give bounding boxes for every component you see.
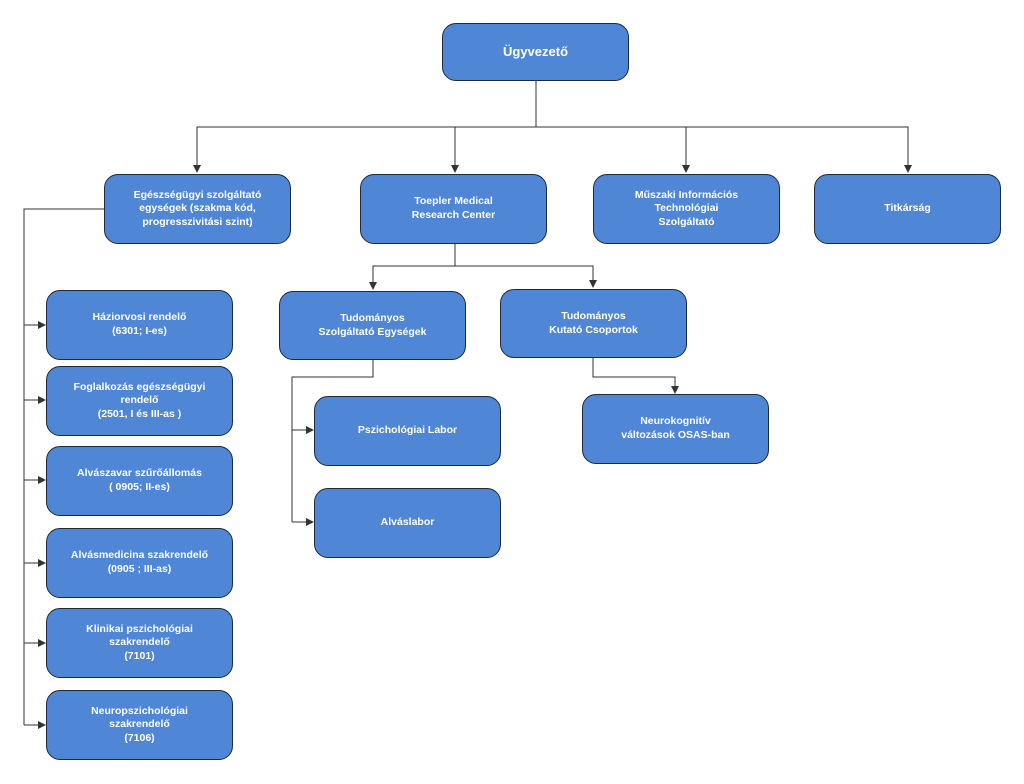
node-haziorvosi: Háziorvosi rendelő (6301; I-es) bbox=[46, 290, 233, 360]
node-egeszsegugyi-szolgaltato: Egészségügyi szolgáltató egységek (szakm… bbox=[104, 174, 291, 244]
connector-root-titkarsag bbox=[686, 126, 912, 173]
connector-root-muszaki bbox=[536, 126, 690, 173]
node-neurokognitiv: Neurokognitív változások OSAS-ban bbox=[582, 394, 769, 464]
node-ugyvezeto-label: Ügyvezető bbox=[502, 43, 569, 59]
node-haziorvosi-label: Háziorvosi rendelő (6301; I-es) bbox=[92, 311, 187, 337]
connector-kutato-neurokognitiv bbox=[592, 358, 679, 394]
node-toepler: Toepler Medical Research Center bbox=[360, 174, 547, 244]
node-pszichologiai-labor-label: Pszichológiai Labor bbox=[357, 424, 458, 437]
node-ugyvezeto: Ügyvezető bbox=[442, 23, 629, 81]
connector-szolgaltato-trunk bbox=[291, 360, 374, 522]
connector-tmrc-szolgaltato bbox=[369, 244, 456, 290]
node-titkarsag-label: Titkárság bbox=[884, 202, 931, 215]
connector-root-egeszsegugyi bbox=[193, 81, 537, 173]
connector-eu-trunk bbox=[23, 208, 104, 725]
node-neurokognitiv-label: Neurokognitív változások OSAS-ban bbox=[621, 415, 730, 441]
node-alvaslabor: Alváslabor bbox=[314, 488, 501, 558]
node-foglalkozas-label: Foglalkozás egészségügyi rendelő (2501, … bbox=[73, 380, 206, 420]
node-tudomanyos-kutato-label: Tudományos Kutató Csoportok bbox=[549, 309, 638, 336]
node-pszichologiai-labor: Pszichológiai Labor bbox=[314, 396, 501, 466]
node-alvaszavar-label: Alvászavar szűrőállomás ( 0905; II-es) bbox=[77, 467, 202, 493]
node-alvaszavar: Alvászavar szűrőállomás ( 0905; II-es) bbox=[46, 446, 233, 516]
node-alvasmedicina: Alvásmedicina szakrendelő (0905 ; III-as… bbox=[46, 528, 233, 598]
node-neuropszichologiai: Neuropszichológiai szakrendelő (7106) bbox=[46, 690, 233, 760]
connector-tmrc-kutato bbox=[455, 265, 597, 288]
node-muszaki: Műszaki Információs Technológiai Szolgál… bbox=[593, 174, 780, 244]
node-tudomanyos-kutato: Tudományos Kutató Csoportok bbox=[500, 289, 687, 358]
node-neuropszichologiai-label: Neuropszichológiai szakrendelő (7106) bbox=[91, 704, 188, 744]
node-tudomanyos-szolgaltato: Tudományos Szolgáltató Egységek bbox=[279, 291, 466, 360]
node-titkarsag: Titkárság bbox=[814, 174, 1001, 244]
node-muszaki-label: Műszaki Információs Technológiai Szolgál… bbox=[634, 188, 739, 228]
node-tudomanyos-szolgaltato-label: Tudományos Szolgáltató Egységek bbox=[318, 311, 427, 338]
node-egeszsegugyi-szolgaltato-label: Egészségügyi szolgáltató egységek (szakm… bbox=[133, 188, 262, 228]
node-klinikai-label: Klinikai pszichológiai szakrendelő (7101… bbox=[86, 622, 193, 662]
node-klinikai: Klinikai pszichológiai szakrendelő (7101… bbox=[46, 608, 233, 678]
node-toepler-label: Toepler Medical Research Center bbox=[411, 195, 496, 221]
node-foglalkozas: Foglalkozás egészségügyi rendelő (2501, … bbox=[46, 366, 233, 436]
node-alvasmedicina-label: Alvásmedicina szakrendelő (0905 ; III-as… bbox=[70, 549, 209, 575]
node-alvaslabor-label: Alváslabor bbox=[380, 516, 435, 529]
